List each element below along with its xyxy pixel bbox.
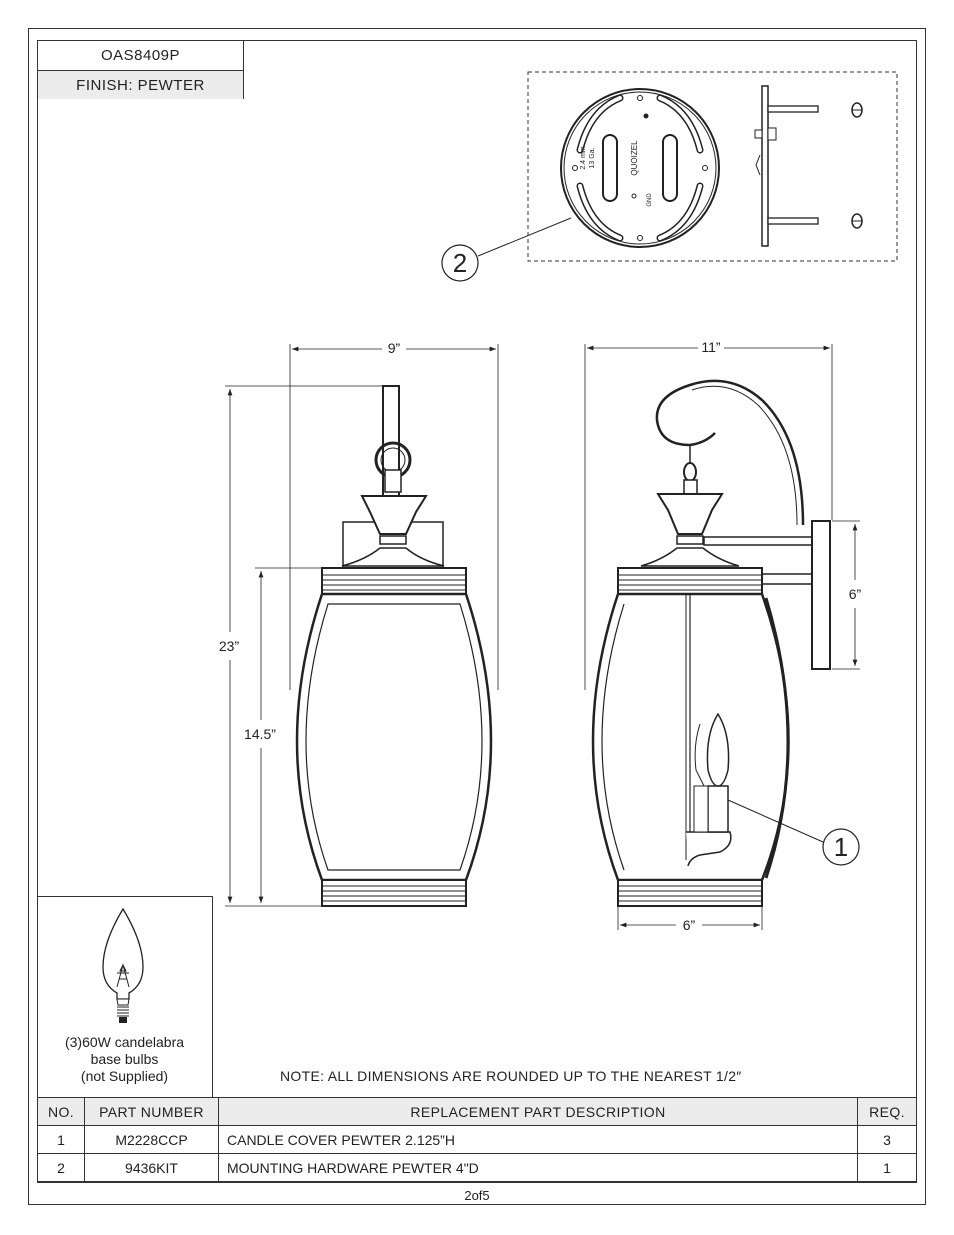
bulb-line-1: (3)60W candelabra — [64, 1034, 185, 1050]
callout-2-number: 2 — [453, 248, 467, 278]
row-2-req: 1 — [857, 1153, 917, 1183]
mounting-hardware-detail: QUOIZEL 2.4 mm 13 Ga. GND — [527, 71, 898, 262]
row-1-part-number: M2228CCP — [84, 1125, 219, 1154]
row-2-no: 2 — [37, 1153, 85, 1183]
header-no: NO. — [37, 1097, 85, 1126]
side-view — [591, 379, 831, 907]
row-1-description: CANDLE COVER PEWTER 2.125”H — [218, 1125, 858, 1154]
page-number: 2of5 — [464, 1188, 490, 1203]
header-part-number: PART NUMBER — [84, 1097, 219, 1126]
table-header-row: NO. PART NUMBER REPLACEMENT PART DESCRIP… — [37, 1097, 917, 1126]
body-height-label: 14.5” — [244, 726, 276, 742]
model-number: OAS8409P — [100, 47, 181, 64]
finish-label: FINISH: PEWTER — [38, 70, 243, 99]
backplate-height-label: 6” — [849, 586, 862, 602]
header-description: REPLACEMENT PART DESCRIPTION — [218, 1097, 858, 1126]
row-2-description: MOUNTING HARDWARE PEWTER 4"D — [218, 1153, 858, 1183]
candelabra-bulb-icon — [102, 907, 144, 1023]
parts-table: NO. PART NUMBER REPLACEMENT PART DESCRIP… — [37, 1097, 917, 1183]
callout-1-number: 1 — [834, 832, 848, 862]
row-1-req: 3 — [857, 1125, 917, 1154]
front-view — [295, 385, 493, 907]
mounting-plate: QUOIZEL 2.4 mm 13 Ga. GND — [560, 88, 720, 248]
plate-ground-text: GND — [647, 193, 653, 207]
bulb-line-3: (not Supplied) — [80, 1068, 169, 1084]
bulb-info-box: (3)60W candelabra base bulbs (not Suppli… — [37, 896, 213, 1098]
overall-height-label: 23” — [219, 638, 240, 654]
row-1-no: 1 — [37, 1125, 85, 1154]
dimension-note: NOTE: ALL DIMENSIONS ARE ROUNDED UP TO T… — [280, 1068, 742, 1084]
header-req: REQ. — [857, 1097, 917, 1126]
plate-brand-text: QUOIZEL — [630, 140, 639, 176]
plate-gauge-text: 13 Ga. — [589, 147, 596, 168]
body-depth-label: 6” — [683, 917, 696, 933]
plate-metric-text: 2.4 mm — [580, 146, 587, 170]
table-row: 2 9436KIT MOUNTING HARDWARE PEWTER 4"D 1 — [37, 1153, 917, 1183]
front-width-label: 9” — [388, 340, 401, 356]
page-border — [28, 28, 926, 1205]
bulb-line-2: base bulbs — [90, 1051, 159, 1067]
mounting-plate-side-view — [754, 85, 863, 247]
front-dimensions: 9” 23” 14.5” — [219, 340, 499, 907]
side-width-label: 11” — [701, 339, 721, 355]
side-dimensions: 11” 6” 6” — [584, 339, 862, 933]
callout-1: 1 — [727, 799, 860, 866]
bulb-description: (3)60W candelabra base bulbs (not Suppli… — [37, 1034, 212, 1085]
table-row: 1 M2228CCP CANDLE COVER PEWTER 2.125”H 3 — [37, 1125, 917, 1154]
title-block: OAS8409P FINISH: PEWTER — [37, 40, 244, 99]
row-2-part-number: 9436KIT — [84, 1153, 219, 1183]
callout-2: 2 — [441, 217, 572, 282]
